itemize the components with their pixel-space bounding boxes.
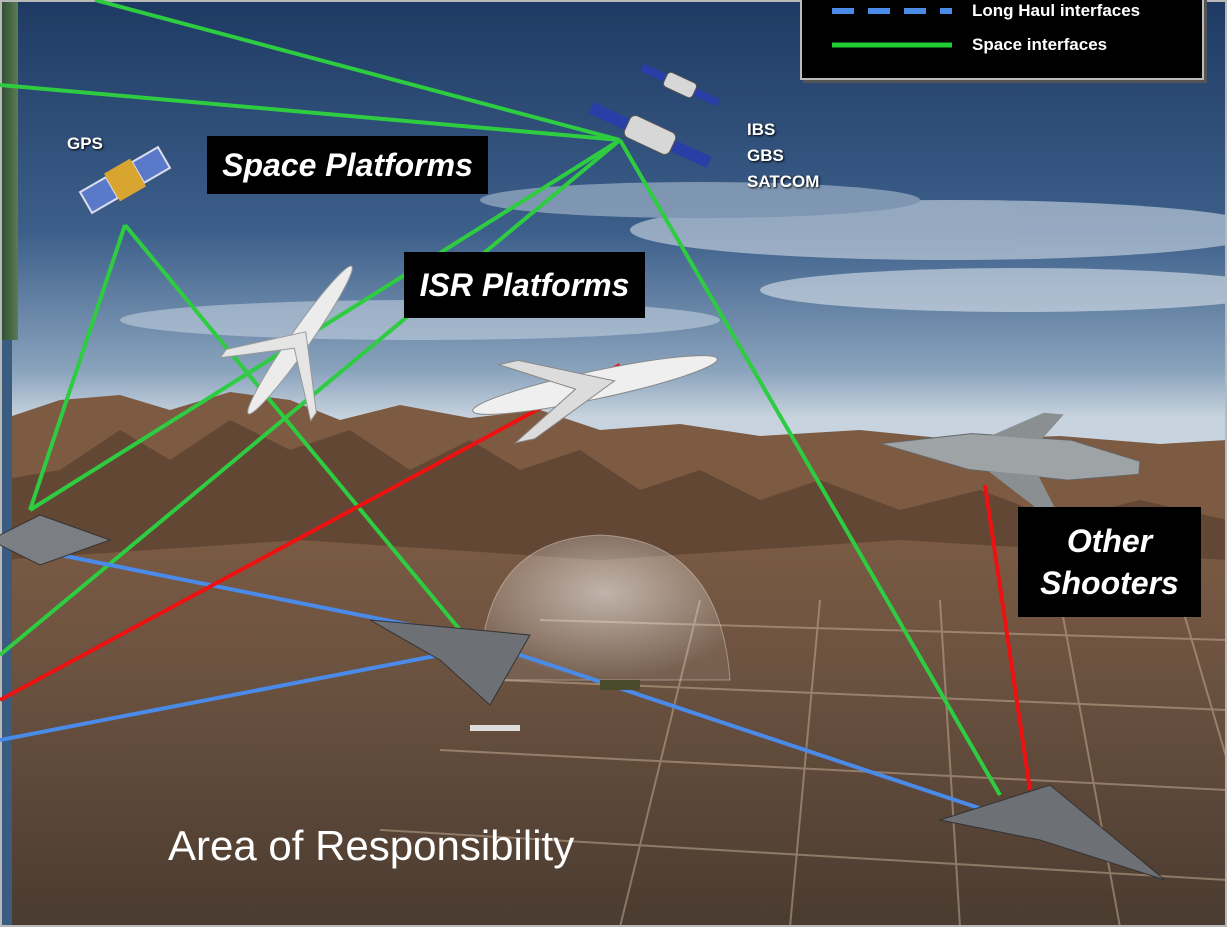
- isr-platforms-label: ISR Platforms: [404, 252, 645, 318]
- ground-vehicles: [600, 680, 640, 690]
- desert-ground: [0, 540, 1227, 927]
- fighter-jet: [880, 412, 1141, 510]
- long-haul-lines: [0, 553, 1001, 817]
- missile: [470, 725, 520, 731]
- ucav-center: [369, 619, 531, 706]
- legend: Long Haul interfaces Space interfaces: [800, 0, 1204, 80]
- other-shooters-line1: Other: [1066, 523, 1153, 559]
- isr-platforms-text: ISR Platforms: [419, 266, 630, 303]
- space-swatch-icon: [832, 42, 952, 48]
- long-haul-swatch-icon: [832, 8, 952, 14]
- left-panel: [0, 0, 18, 340]
- space-swatch: [832, 32, 952, 58]
- ibs-label: IBS: [747, 120, 776, 139]
- legend-item-long-haul: Long Haul interfaces: [802, 0, 1202, 24]
- other-shooters-line2: Shooters: [1040, 565, 1179, 601]
- long-haul-swatch: [832, 0, 952, 24]
- legend-item-space: Space interfaces: [802, 32, 1202, 58]
- gps-label: GPS: [67, 134, 103, 153]
- ucav-left: [0, 514, 112, 566]
- weapon-links: [0, 363, 1032, 791]
- dome: [479, 534, 731, 681]
- global-hawk-uav: [219, 265, 353, 422]
- legend-label-space: Space interfaces: [972, 35, 1108, 54]
- left-panel-lower: [0, 340, 12, 927]
- area-of-responsibility-label: Area of Responsibility: [168, 822, 575, 869]
- comm-satellite-main: [588, 102, 712, 168]
- space-platforms-text: Space Platforms: [222, 146, 473, 183]
- gps-satellite: [78, 145, 172, 215]
- surveillance-aircraft: [472, 355, 718, 444]
- space-platforms-label: Space Platforms: [207, 136, 488, 194]
- gbs-label: GBS: [747, 146, 784, 165]
- other-shooters-label: Other Shooters: [1018, 507, 1201, 617]
- comm-satellite-small: [640, 63, 720, 107]
- satcom-label: SATCOM: [747, 172, 820, 191]
- legend-label-long-haul: Long Haul interfaces: [972, 1, 1141, 20]
- ucav-right: [938, 784, 1166, 881]
